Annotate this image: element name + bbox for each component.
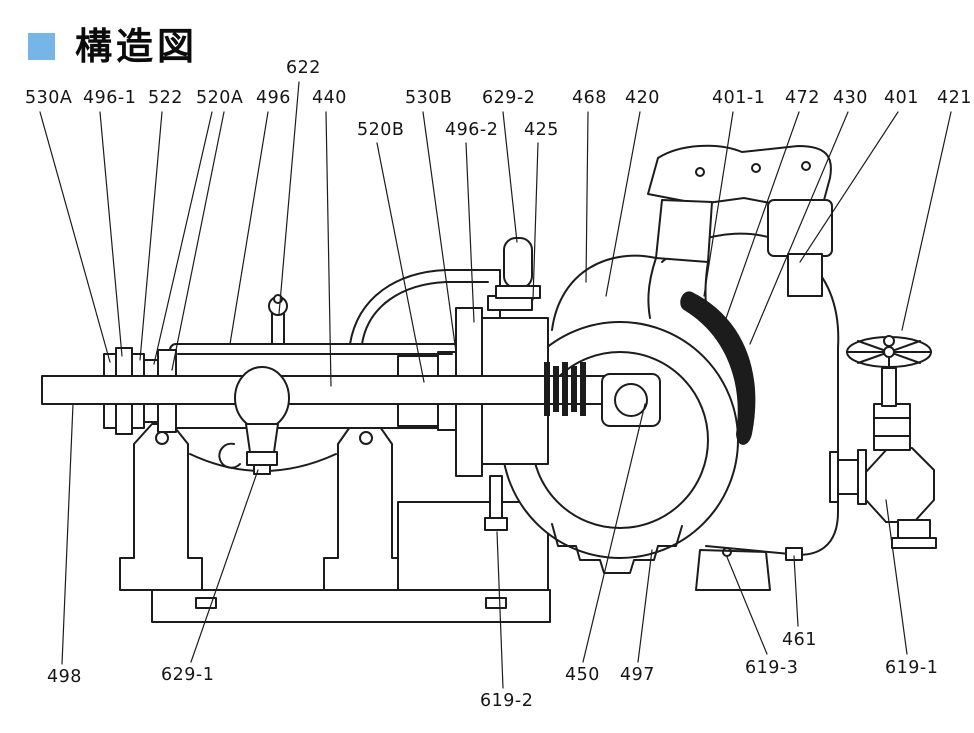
part-label-520b: 520B bbox=[357, 120, 405, 140]
part-label-450: 450 bbox=[565, 665, 600, 685]
part-label-430: 430 bbox=[833, 88, 868, 108]
snap-ring bbox=[218, 442, 241, 469]
pedestal bbox=[119, 423, 551, 623]
part-label-530b: 530B bbox=[405, 88, 453, 108]
part-label-498: 498 bbox=[47, 667, 82, 687]
vent-plug bbox=[268, 294, 288, 345]
part-label-520a: 520A bbox=[196, 88, 244, 108]
pump-shaft bbox=[41, 375, 643, 405]
part-label-522: 522 bbox=[148, 88, 183, 108]
part-label-629-2: 629-2 bbox=[482, 88, 536, 108]
part-label-496-2: 496-2 bbox=[445, 120, 499, 140]
part-label-619-3: 619-3 bbox=[745, 658, 799, 678]
part-label-468: 468 bbox=[572, 88, 607, 108]
part-label-401-1: 401-1 bbox=[712, 88, 766, 108]
part-label-472: 472 bbox=[785, 88, 820, 108]
part-label-619-1: 619-1 bbox=[885, 658, 939, 678]
part-label-440: 440 bbox=[312, 88, 347, 108]
part-label-496: 496 bbox=[256, 88, 291, 108]
title-bullet-icon bbox=[28, 32, 55, 60]
part-label-619-2: 619-2 bbox=[480, 691, 534, 711]
part-label-461: 461 bbox=[782, 630, 817, 650]
casing-back-and-discharge bbox=[551, 144, 840, 556]
impeller bbox=[601, 373, 661, 427]
part-label-420: 420 bbox=[625, 88, 660, 108]
page-header: 構造図 bbox=[28, 16, 198, 70]
oiler bbox=[234, 366, 290, 475]
page-title: 構造図 bbox=[75, 25, 198, 68]
part-label-622: 622 bbox=[286, 58, 321, 78]
leader-lines bbox=[39, 81, 952, 689]
part-label-496-1: 496-1 bbox=[83, 88, 137, 108]
part-label-421: 421 bbox=[937, 88, 972, 108]
part-label-629-1: 629-1 bbox=[161, 665, 215, 685]
gland-bolt bbox=[484, 475, 508, 531]
part-label-401: 401 bbox=[884, 88, 919, 108]
bearing-housing bbox=[103, 269, 501, 435]
gland-packing bbox=[544, 362, 586, 416]
hump-inner-line bbox=[361, 281, 489, 345]
part-label-497: 497 bbox=[620, 665, 655, 685]
part-label-530a: 530A bbox=[25, 88, 73, 108]
gate-valve bbox=[829, 335, 937, 549]
part-label-425: 425 bbox=[524, 120, 559, 140]
